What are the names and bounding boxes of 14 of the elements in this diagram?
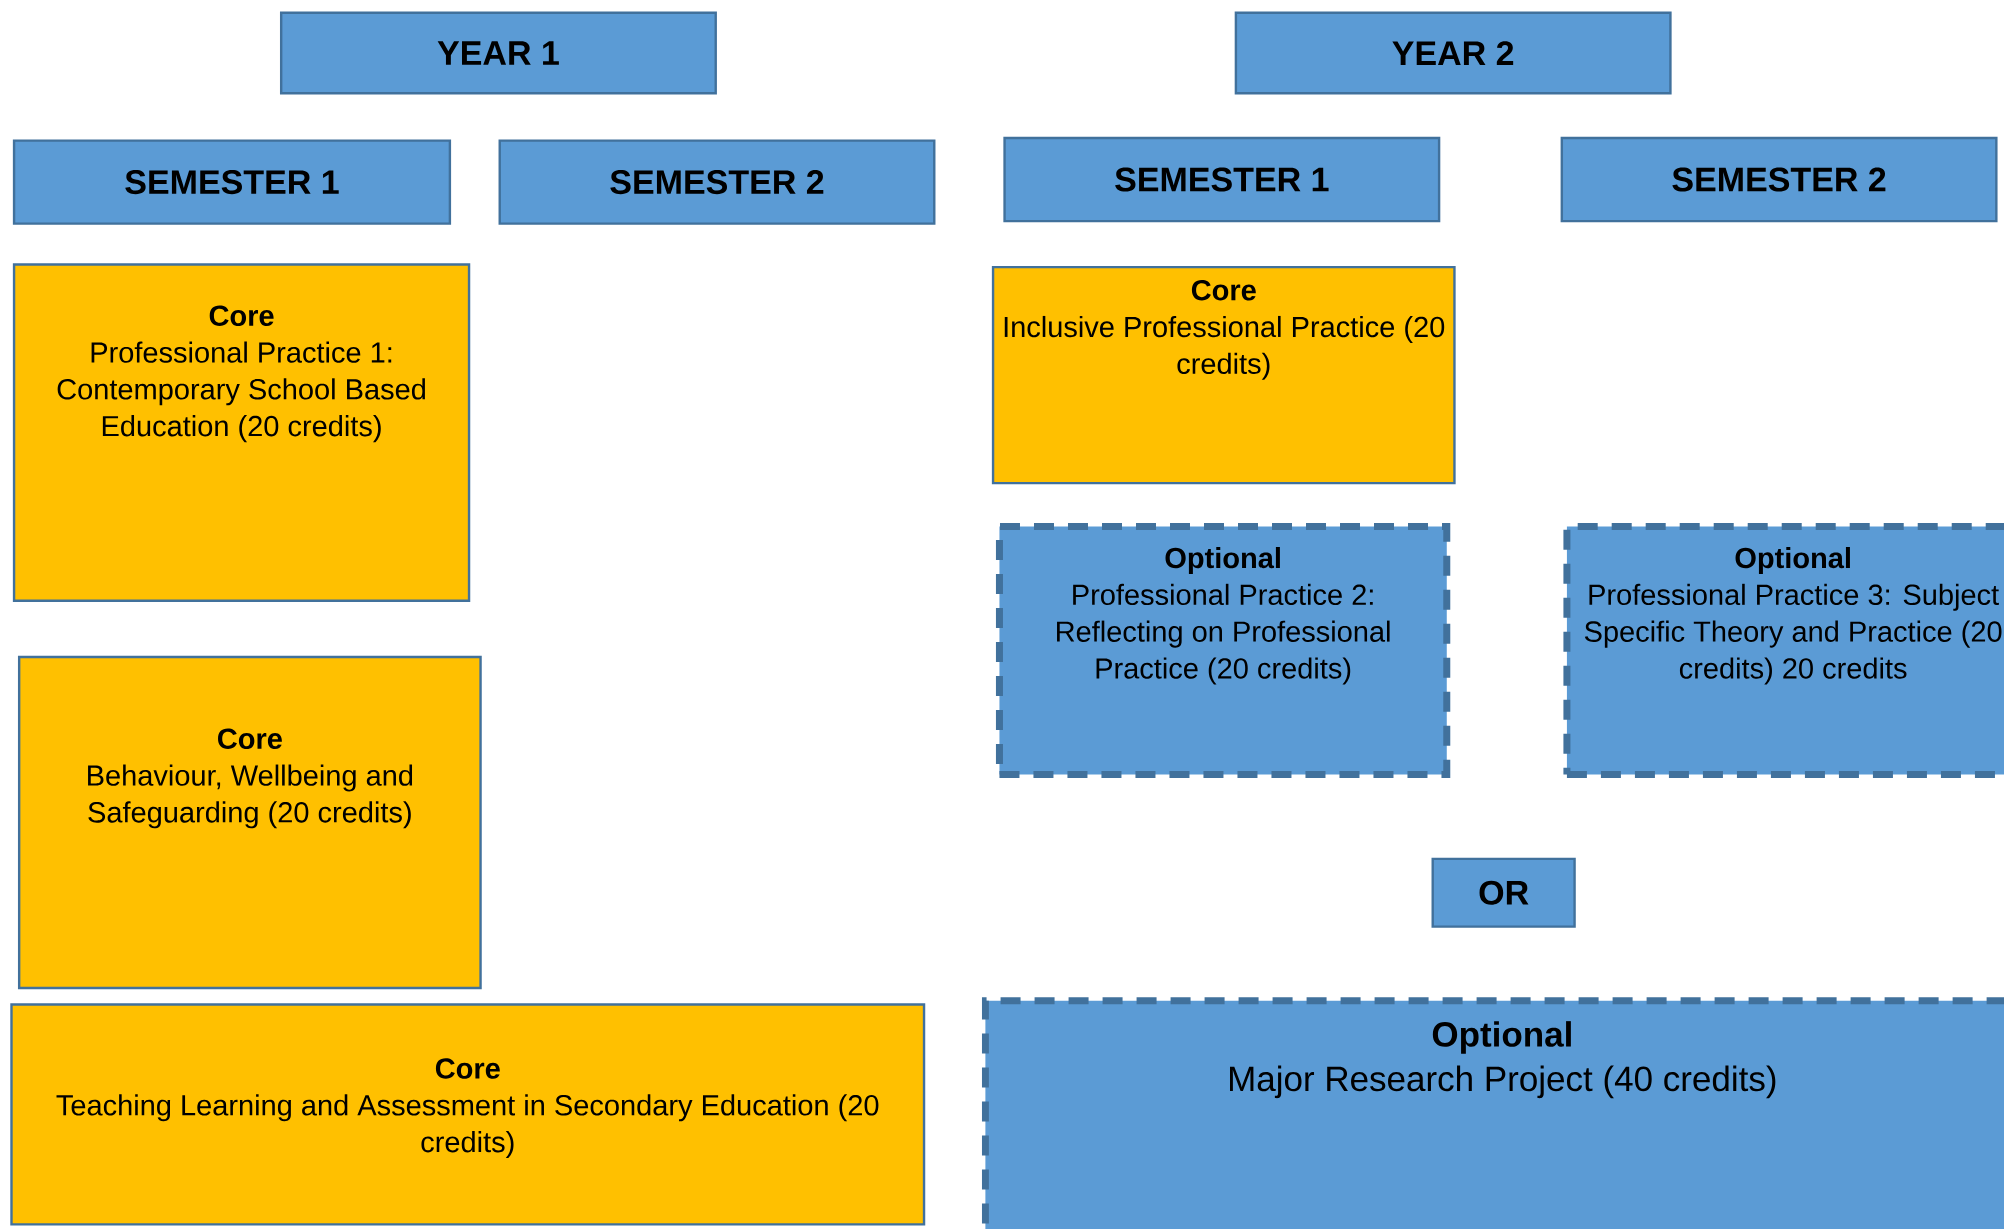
module-box: Core Professional Practice 1: Contemporary School Based Education (20 credits): [12, 263, 471, 602]
heading-box: YEAR 2: [1234, 11, 1672, 95]
module-box: Optional Professional Practice 3: Subject Specific Theory and Practice (20 credits) 20 credits: [1563, 522, 2004, 778]
heading-box: SEMESTER 1: [1003, 136, 1441, 223]
module-box: Optional Professional Practice 2: Reflecting on Professional Practice (20 credits): [995, 522, 1451, 778]
module-box: Core Inclusive Professional Practice (20 credits): [991, 265, 1456, 485]
module-box: Core Teaching Learning and Assessment in Secondary Education (20 credits): [10, 1003, 926, 1226]
module-box: Core Behaviour, Wellbeing and Safeguarding (20 credits): [17, 655, 482, 989]
heading-box: SEMESTER 2: [498, 139, 936, 225]
heading-box: OR: [1431, 857, 1576, 928]
module-box: Optional Major Research Project (40 credits): [981, 997, 2004, 1229]
heading-box: SEMESTER 2: [1560, 136, 1998, 223]
heading-box: SEMESTER 1: [12, 139, 452, 225]
heading-box: YEAR 1: [280, 11, 717, 95]
